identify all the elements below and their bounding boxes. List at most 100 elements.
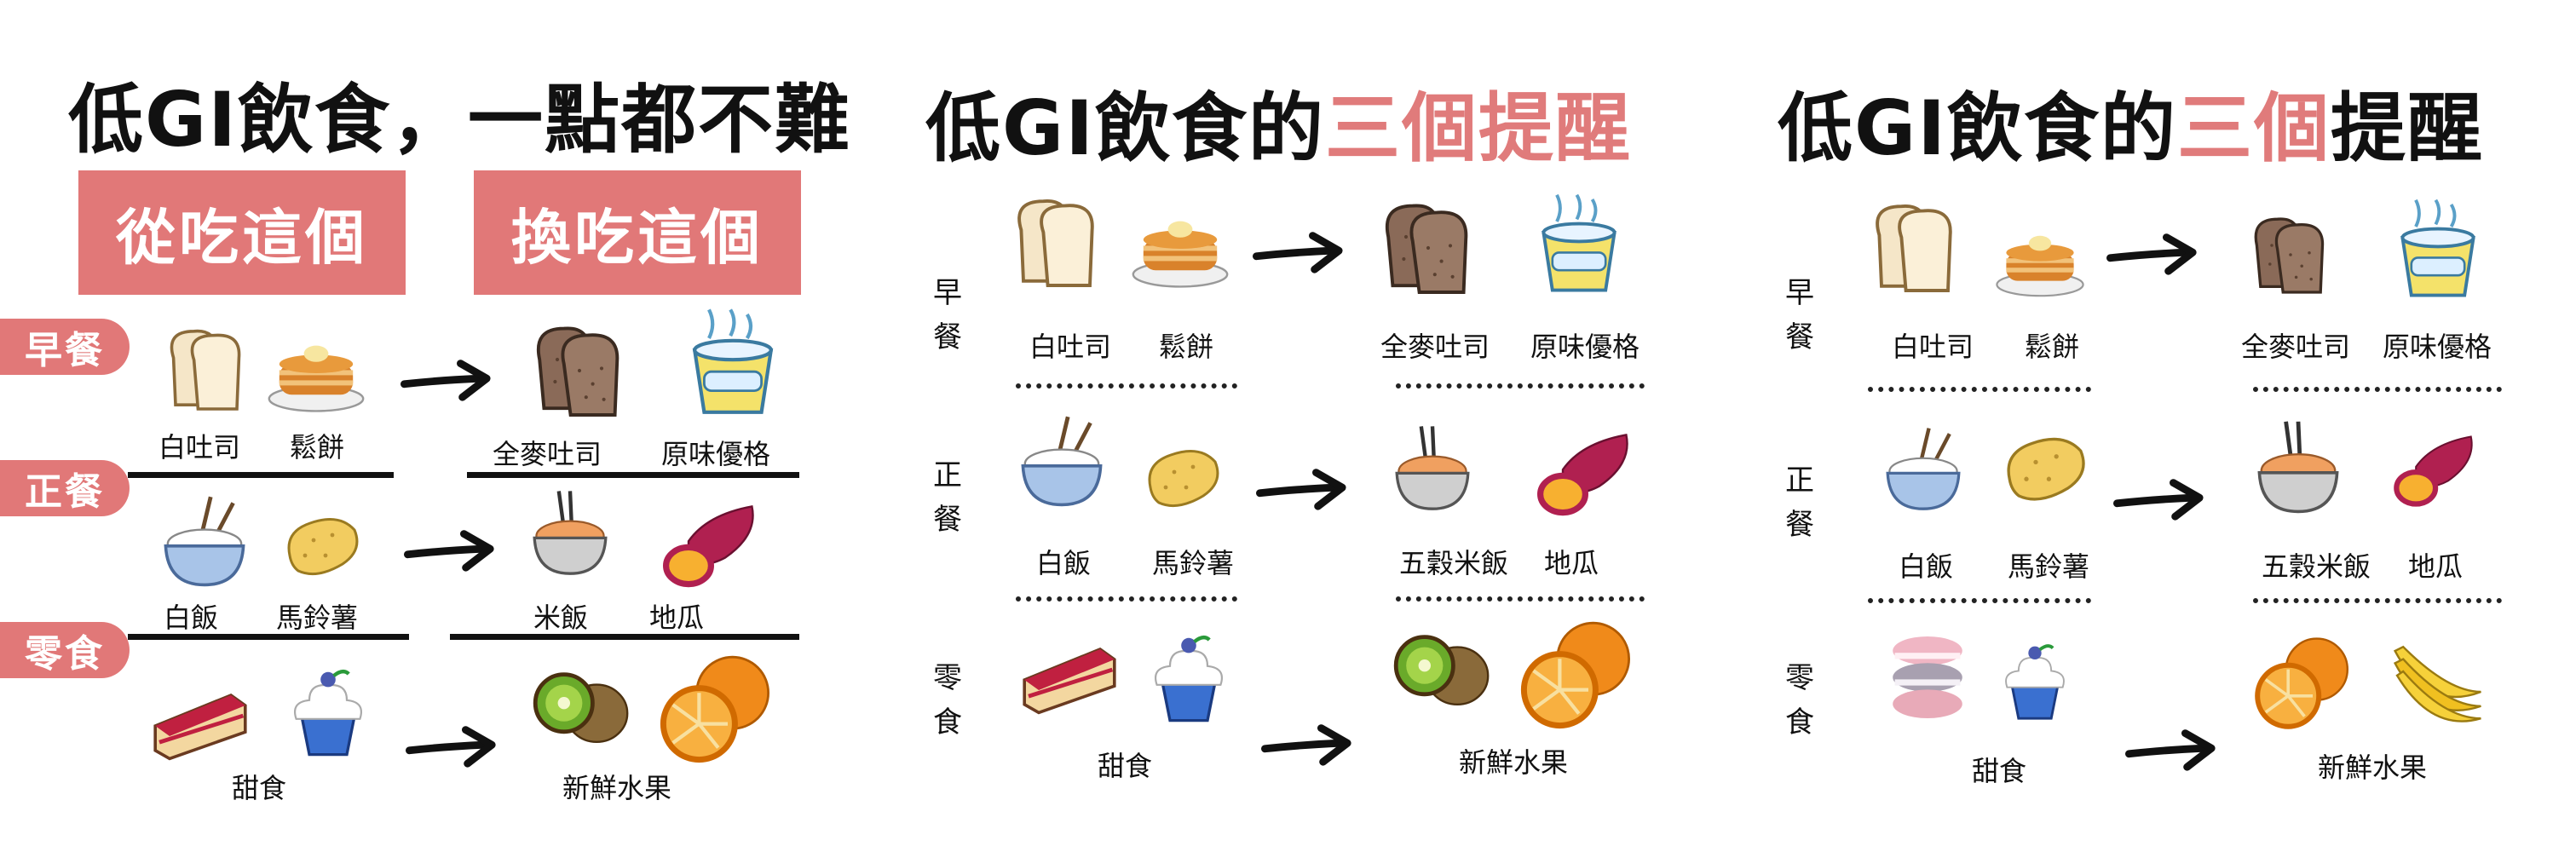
divider	[450, 634, 799, 640]
sweet-potato-icon	[634, 494, 784, 596]
white-toast-icon	[1859, 191, 1970, 302]
dotted-divider	[1016, 596, 1237, 602]
panel-3-title: 低GI飲食的三個提醒	[1778, 84, 2485, 172]
food-label: 地瓜	[2408, 550, 2464, 583]
wholewheat-toast-icon	[511, 315, 648, 426]
food-label: 原味優格	[2383, 331, 2492, 363]
rice-bowl-icon	[1011, 407, 1113, 516]
food-label: 地瓜	[1544, 547, 1599, 579]
food-label: 白吐司	[158, 431, 241, 463]
food-label: 五穀米飯	[2262, 550, 2371, 583]
potato-icon	[271, 503, 373, 588]
arrow-icon	[401, 358, 494, 405]
food-label: 白吐司	[1892, 331, 1974, 363]
potato-icon	[1133, 435, 1232, 520]
food-label: 甜食	[1972, 755, 2027, 787]
divider	[128, 472, 394, 478]
dotted-divider	[1396, 383, 1645, 389]
panel-2: 低GI飲食的三個提醒 早餐 白吐司 鬆餅 全麥吐司 原味優格 正餐 白飯 馬鈴薯…	[886, 0, 1704, 852]
pancake-icon	[1125, 193, 1236, 295]
tag-meal: 正餐	[0, 460, 130, 516]
arrow-icon	[2113, 477, 2207, 524]
sweet-potato-icon	[1505, 423, 1662, 525]
food-label: 白飯	[1899, 550, 1954, 583]
panel-2-title: 低GI飲食的三個提醒	[925, 84, 1632, 172]
dotted-divider	[1396, 596, 1645, 602]
from-label-box: 從吃這個	[78, 170, 406, 295]
dotted-divider	[1868, 598, 2091, 603]
food-label: 白飯	[1036, 547, 1092, 579]
row-label-meal: 正餐	[1785, 463, 1814, 542]
orange-icon	[1517, 613, 1636, 733]
food-label: 原味優格	[1530, 331, 1640, 363]
banana-icon	[2383, 630, 2493, 733]
wholewheat-toast-icon	[2231, 208, 2350, 302]
row-label-breakfast: 早餐	[1785, 276, 1814, 354]
divider	[128, 634, 409, 640]
tag-breakfast: 早餐	[0, 319, 130, 375]
potato-icon	[1994, 421, 2096, 515]
yogurt-icon	[2383, 189, 2493, 308]
arrow-icon	[1253, 230, 1346, 277]
white-toast-icon	[997, 186, 1116, 296]
food-label: 全麥吐司	[1380, 331, 1490, 363]
dotted-divider	[1868, 387, 2091, 392]
pancake-icon	[261, 317, 372, 419]
food-label: 原味優格	[661, 438, 771, 470]
food-label: 鬆餅	[1159, 331, 1214, 363]
rice-bowl-icon	[153, 491, 256, 593]
food-label: 米飯	[533, 602, 589, 634]
row-label-breakfast: 早餐	[933, 276, 962, 354]
food-label: 白飯	[164, 602, 219, 634]
food-label: 馬鈴薯	[1152, 547, 1235, 579]
white-toast-icon	[147, 317, 266, 419]
row-label-meal: 正餐	[933, 458, 962, 537]
row-label-snack: 零食	[933, 661, 962, 740]
cupcake-icon	[281, 656, 375, 767]
panel-1: 低GI飲食，一點都不難 從吃這個 換吃這個 早餐 白吐司 鬆餅 全麥吐司 原味優…	[0, 0, 852, 852]
food-label: 馬鈴薯	[276, 602, 359, 634]
dotted-divider	[2253, 598, 2502, 603]
arrow-icon	[2106, 232, 2200, 279]
food-label: 白吐司	[1029, 331, 1112, 363]
dotted-divider	[2253, 387, 2502, 392]
arrow-icon	[1261, 722, 1355, 769]
food-label: 地瓜	[649, 602, 705, 634]
kiwi-icon	[516, 656, 644, 758]
cake-icon	[1006, 619, 1133, 721]
rice-bowl-icon	[1868, 423, 1979, 516]
orange-icon	[2245, 630, 2360, 733]
panel-1-title: 低GI飲食，一點都不難	[68, 76, 851, 164]
divider	[467, 472, 799, 478]
to-label-box: 換吃這個	[474, 170, 801, 295]
macaron-icon	[1876, 622, 1979, 733]
dotted-divider	[1016, 383, 1237, 389]
kiwi-icon	[1377, 619, 1505, 721]
row-label-snack: 零食	[1785, 661, 1814, 740]
grain-rice-icon	[523, 479, 617, 590]
pancake-icon	[1980, 210, 2100, 303]
cake-icon	[136, 665, 264, 767]
food-label: 新鮮水果	[1459, 746, 1569, 779]
orange-icon	[656, 648, 775, 767]
food-label: 五穀米飯	[1399, 547, 1509, 579]
cupcake-icon	[1994, 634, 2076, 728]
food-label: 甜食	[1098, 750, 1153, 782]
food-label: 新鮮水果	[562, 772, 672, 804]
food-label: 全麥吐司	[493, 438, 602, 470]
panel-3: 低GI飲食的三個提醒 早餐 白吐司 鬆餅 全麥吐司 原味優格 正餐 白飯 馬鈴薯…	[1738, 0, 2576, 852]
arrow-icon	[406, 724, 499, 771]
tag-snack: 零食	[0, 622, 130, 678]
food-label: 全麥吐司	[2241, 331, 2351, 363]
food-label: 鬆餅	[2025, 331, 2080, 363]
wholewheat-toast-icon	[1369, 193, 1488, 303]
arrow-icon	[2125, 728, 2219, 774]
grain-rice-icon	[1386, 414, 1479, 525]
sweet-potato-icon	[2381, 426, 2487, 515]
arrow-icon	[404, 528, 498, 575]
cupcake-icon	[1142, 622, 1236, 733]
grain-rice-icon	[2243, 417, 2354, 520]
yogurt-icon	[673, 298, 792, 426]
food-label: 馬鈴薯	[2008, 550, 2090, 583]
food-label: 鬆餅	[290, 431, 345, 463]
